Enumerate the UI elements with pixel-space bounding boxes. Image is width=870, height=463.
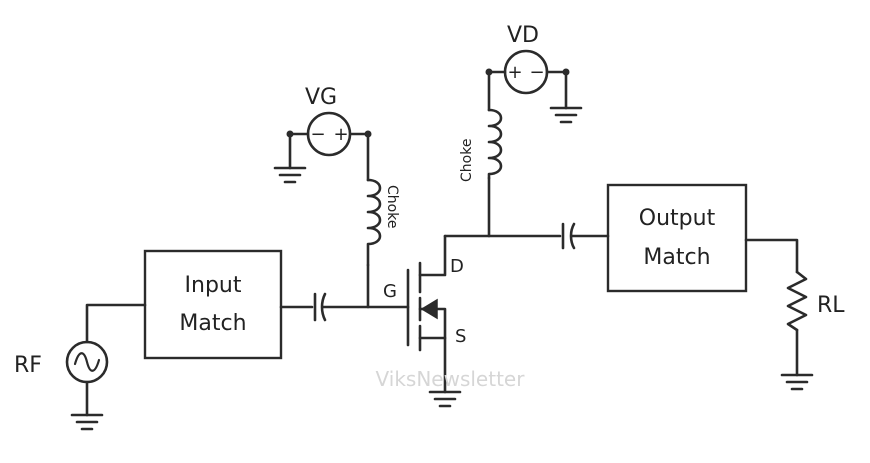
vd-source: + − <box>503 49 549 95</box>
vd-label: VD <box>507 23 539 48</box>
source-ground-icon <box>428 390 462 408</box>
vg-plus-sign: + <box>333 124 348 145</box>
body-arrow-icon <box>420 298 438 320</box>
rf-source: RF <box>14 340 109 384</box>
vd-plus-sign: + <box>507 62 522 83</box>
vd-node-right <box>562 68 570 76</box>
load-ground-icon <box>780 373 814 391</box>
gate-label: G <box>383 281 397 302</box>
vd-node-left <box>485 68 493 76</box>
drain-choke-label: Choke <box>459 139 475 182</box>
output-match-label-2: Match <box>643 245 710 270</box>
vg-node-right <box>364 130 372 138</box>
source-lead <box>418 336 447 394</box>
rf-ground-icon <box>70 413 104 431</box>
mosfet-transistor: G D S <box>383 234 466 394</box>
drain-lead <box>418 234 447 277</box>
output-match-block: Output Match <box>606 183 748 293</box>
vg-minus-sign: − <box>310 124 325 145</box>
vd-ground-icon <box>549 106 583 124</box>
vg-source: − + <box>306 111 352 157</box>
drain-choke-inductor <box>487 108 503 180</box>
input-match-label-2: Match <box>179 311 246 336</box>
vg-wire-right <box>349 132 370 182</box>
source-label: S <box>455 326 466 347</box>
drain-label: D <box>450 256 464 277</box>
vg-label: VG <box>305 85 337 110</box>
gate-choke-label: Choke <box>384 185 400 228</box>
input-match-block: Input Match <box>143 249 283 360</box>
watermark: ViksNewsletter <box>376 367 526 391</box>
gate-choke-inductor <box>366 178 382 267</box>
vd-wire-right <box>545 70 568 110</box>
output-match-label-1: Output <box>639 206 716 231</box>
vg-ground-icon <box>273 166 307 184</box>
rf-label: RF <box>14 353 42 378</box>
vg-wire-left <box>288 132 310 170</box>
vg-node-left <box>286 130 294 138</box>
load-label: RL <box>817 293 845 318</box>
rf-to-input-wire <box>85 303 147 344</box>
input-match-label-1: Input <box>185 273 242 298</box>
vd-wire-left <box>487 70 507 112</box>
vd-minus-sign: − <box>529 62 544 83</box>
load-resistor <box>786 270 808 332</box>
load-wire-top <box>744 238 799 274</box>
